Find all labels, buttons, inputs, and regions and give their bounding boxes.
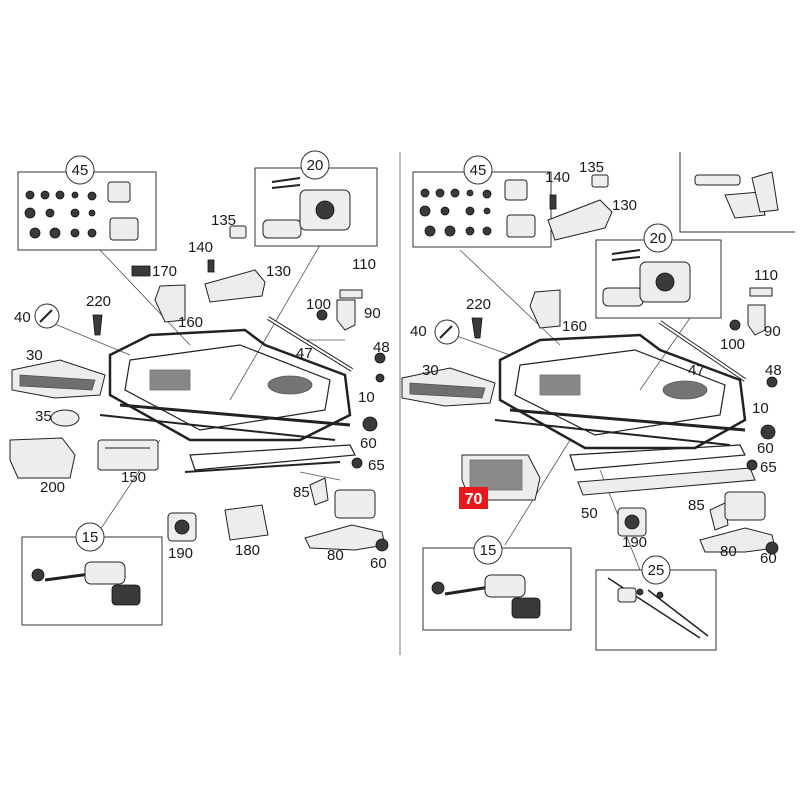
small-fasteners: [24, 181, 139, 241]
callout-15-circle: [473, 535, 503, 565]
right-part-70: 70: [459, 454, 541, 509]
label-35: 35: [35, 408, 52, 425]
label-40: 40: [14, 309, 31, 326]
label-135: 135: [211, 212, 236, 229]
callout-45-circle: [463, 155, 493, 185]
left-small-parts: [34, 225, 386, 469]
label-60-upper: 60: [757, 440, 774, 457]
label-90: 90: [364, 305, 381, 322]
label-140: 140: [545, 169, 570, 186]
label-80: 80: [327, 547, 344, 564]
callout-20-label: 20: [307, 157, 324, 174]
label-200: 200: [40, 479, 65, 496]
right-part-190: [617, 507, 647, 537]
left-panel: 45 20 15: [9, 150, 390, 626]
callout-15-label: 15: [82, 529, 99, 546]
label-30: 30: [26, 347, 43, 364]
right-box-15: 15: [422, 535, 572, 631]
label-160: 160: [562, 318, 587, 335]
right-labels: 140 135 130 110 220 160 40 90 100 30 47 …: [410, 159, 782, 567]
label-30: 30: [422, 362, 439, 379]
label-10: 10: [752, 400, 769, 417]
label-190: 190: [622, 534, 647, 551]
left-box-45: 45: [17, 155, 157, 251]
right-box-20: 20: [595, 223, 722, 319]
callout-20-label: 20: [650, 230, 667, 247]
label-130: 130: [266, 263, 291, 280]
pump-motor: [84, 561, 126, 585]
label-47: 47: [296, 345, 313, 362]
label-48: 48: [765, 362, 782, 379]
right-part-80: [699, 491, 779, 555]
label-10: 10: [358, 389, 375, 406]
callout-20-circle: [643, 223, 673, 253]
label-48: 48: [373, 339, 390, 356]
callout-45-label: 45: [470, 162, 487, 179]
right-parts-220-160: [434, 289, 561, 345]
label-85: 85: [293, 484, 310, 501]
left-seat-frame: [99, 328, 356, 473]
left-part-150: [97, 439, 159, 471]
left-labels: 135 140 170 130 110 100 90 220 160 40 47…: [14, 212, 390, 572]
left-part-30: [11, 359, 106, 399]
callout-20-circle: [300, 150, 330, 180]
motor-body: [262, 219, 302, 239]
left-part-35: [50, 409, 80, 427]
label-47: 47: [688, 362, 705, 379]
right-parts-110-90: [729, 287, 773, 336]
label-60-lower: 60: [370, 555, 387, 572]
label-50: 50: [581, 505, 598, 522]
right-panel: 45 20: [401, 152, 795, 651]
highlight-70-box: [459, 487, 488, 509]
right-box-25: 25: [595, 555, 717, 651]
label-100: 100: [306, 296, 331, 313]
right-seat-frame: [494, 333, 756, 496]
callout-25-label: 25: [648, 562, 665, 579]
label-65: 65: [760, 459, 777, 476]
label-80: 80: [720, 543, 737, 560]
label-220: 220: [466, 296, 491, 313]
left-box-20: 20: [254, 150, 378, 247]
left-part-80: [304, 489, 389, 552]
right-small-parts-top: [547, 174, 613, 241]
label-190: 190: [168, 545, 193, 562]
label-85: 85: [688, 497, 705, 514]
small-fasteners: [419, 179, 536, 238]
right-rail-50: [577, 467, 756, 496]
label-110: 110: [754, 267, 778, 284]
label-65: 65: [368, 457, 385, 474]
label-150: 150: [121, 469, 146, 486]
right-rod-47: [658, 320, 747, 382]
label-60-upper: 60: [360, 435, 377, 452]
label-130: 130: [612, 197, 637, 214]
right-box-45: 45: [412, 155, 552, 248]
label-135: 135: [579, 159, 604, 176]
label-40: 40: [410, 323, 427, 340]
callout-45-label: 45: [72, 162, 89, 179]
left-part-85: [309, 477, 329, 506]
callout-15-label: 15: [480, 542, 497, 559]
right-small-parts: [709, 376, 778, 531]
label-90: 90: [764, 323, 781, 340]
label-110: 110: [352, 256, 376, 273]
callout-45-circle: [65, 155, 95, 185]
highlight-70-label: 70: [465, 491, 483, 508]
left-parts-190-180: [167, 504, 269, 542]
label-160: 160: [178, 314, 203, 331]
callout-15-circle: [75, 522, 105, 552]
label-60-lower: 60: [760, 550, 777, 567]
label-180: 180: [235, 542, 260, 559]
label-170: 170: [152, 263, 177, 280]
right-part-30: [401, 367, 496, 407]
callout-25-circle: [641, 555, 671, 585]
label-100: 100: [720, 336, 745, 353]
right-switch-box: [679, 152, 795, 233]
label-220: 220: [86, 293, 111, 310]
label-140: 140: [188, 239, 213, 256]
left-box-15: 15: [21, 522, 163, 626]
left-rod-47: [266, 316, 354, 372]
left-part-200: [9, 437, 76, 479]
